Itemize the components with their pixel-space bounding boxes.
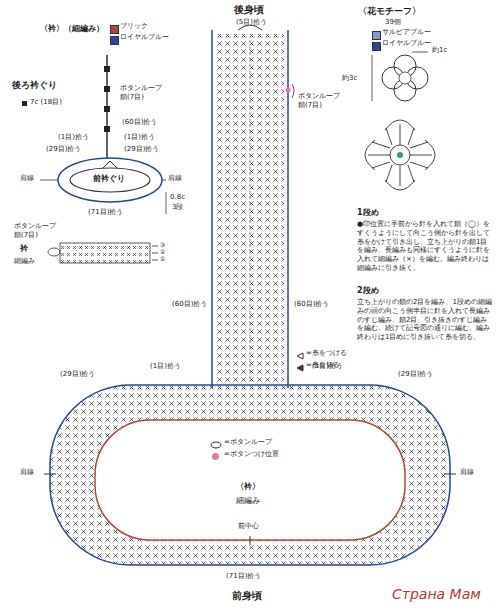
- annotation-label: ●印位置に手前から針を入れて鎖（◯）をすくうようにして向こう側から針を出して糸を…: [357, 220, 493, 273]
- annotation-label: Страна Мам: [392, 586, 481, 604]
- annotation-label: (5目)拾う: [236, 18, 267, 27]
- annotation-label: ③: [160, 241, 165, 249]
- legend-text: ロイヤルブルー: [382, 39, 431, 48]
- annotation-label: (60目)拾う: [122, 118, 157, 127]
- legend-text: =糸をつける: [306, 349, 347, 358]
- annotation-label: ①: [160, 255, 165, 263]
- annotation-label: (1目)拾う: [150, 362, 181, 371]
- annotation-label: 〈衿〉: [236, 482, 260, 492]
- legend-text: サルビアブルー: [382, 28, 431, 37]
- annotation-label: 〈花モチーフ〉: [358, 6, 421, 17]
- annotation-label: 立ち上がりの鎖の2目を編み、1段めの細編みの頭の向こう側半目に針を入れて長編みの…: [357, 298, 493, 342]
- legend-text: ロイヤルブルー: [120, 33, 169, 42]
- annotation-label: 〈衿〉（細編み）: [40, 24, 104, 34]
- legend-text: =ボタンつけ位置: [224, 450, 279, 459]
- annotation-label: 39個: [385, 18, 401, 27]
- annotation-label: ボタンループ 鎖(7目): [14, 222, 64, 240]
- annotation-label: (60目)拾う: [172, 300, 207, 309]
- annotation-label: (1目)拾う: [124, 133, 155, 142]
- annotation-label: (29目)拾う: [46, 145, 81, 154]
- legend-swatch: [110, 36, 119, 45]
- annotation-label: 約1c: [432, 46, 447, 55]
- legend-swatch: [110, 25, 119, 34]
- annotation-label: 2段め: [357, 286, 379, 296]
- annotation-label: 肩線: [20, 468, 34, 477]
- annotation-label: 後ろ衿ぐり: [12, 80, 57, 91]
- annotation-label: (29目)拾う: [398, 370, 433, 379]
- legend-symbol: [296, 352, 308, 360]
- legend-swatch: [212, 453, 219, 460]
- annotation-label: 約3c: [342, 74, 357, 83]
- legend-symbol: [296, 364, 308, 372]
- annotation-label: ボタンループ 鎖(7目): [298, 92, 348, 110]
- legend-text: =ボタンループ: [224, 438, 272, 447]
- annotation-label: (71目)拾う: [88, 208, 123, 217]
- annotation-label: 1段め: [357, 208, 379, 218]
- annotation-label: ボタンループ 鎖(7目): [120, 84, 170, 102]
- annotation-label: (71目)拾う: [226, 572, 261, 581]
- annotation-label: (29目)拾う: [60, 370, 95, 379]
- annotation-label: 肩線: [20, 174, 34, 183]
- legend-symbol: [210, 441, 222, 449]
- annotation-label: 衿: [20, 244, 28, 254]
- annotation-label: 7c (18目): [30, 98, 62, 107]
- legend-swatch: [372, 42, 381, 51]
- annotation-label: 細編み: [14, 257, 35, 266]
- legend-swatch: [372, 31, 381, 40]
- annotation-label: (29目)拾う: [124, 145, 159, 154]
- annotation-label: 0.8c: [170, 193, 185, 202]
- annotation-label: 前中心: [238, 522, 259, 531]
- annotation-label: 肩線: [168, 174, 182, 183]
- annotation-label: 前衿ぐり: [93, 174, 125, 184]
- annotation-label: 3段: [172, 203, 183, 212]
- annotation-label: 細編み: [236, 496, 260, 506]
- annotation-label: ②: [160, 248, 165, 256]
- legend-text: =糸を切る: [306, 361, 340, 370]
- annotation-label: (1目)拾う: [58, 133, 89, 142]
- annotation-label: 肩線: [460, 468, 474, 477]
- annotation-label: 前身頃: [232, 590, 262, 603]
- annotation-label: 後身頃: [234, 4, 264, 17]
- annotation-label: (60目)拾う: [294, 300, 329, 309]
- legend-text: ブリック: [120, 22, 148, 31]
